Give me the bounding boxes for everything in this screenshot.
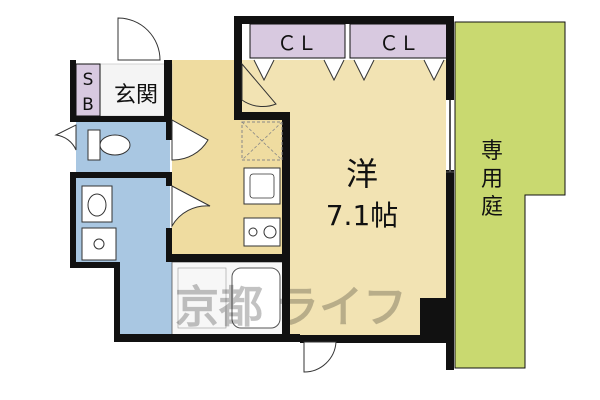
closet-left (249, 23, 346, 59)
watermark-logo: 京都 ライフ (175, 282, 407, 333)
western-room-floor (288, 60, 446, 335)
garden-label-3: 庭 (481, 195, 503, 220)
doors (54, 17, 337, 373)
stove-icon (243, 217, 281, 247)
western-room-label: 洋 (346, 155, 378, 193)
closet-right-label: ＣＬ (379, 31, 419, 55)
toilet-door-icon (54, 124, 77, 151)
garden-label-1: 専 (481, 139, 503, 164)
watermark-text-1: 京都 (175, 282, 263, 333)
closet-doors (253, 59, 445, 82)
bath-floor-grid (177, 267, 227, 329)
western-room-area: 7.1帖 (326, 199, 399, 232)
washroom-lower (120, 260, 172, 335)
entrance-label: 玄関 (114, 83, 158, 108)
toilet-fixture (87, 129, 101, 161)
bath-door-icon (303, 341, 337, 373)
shoe-box-label-s: S (83, 70, 94, 90)
walls (70, 16, 454, 370)
wash-basin (81, 185, 113, 223)
bathtub (231, 267, 281, 329)
garden-label-2: 用 (481, 167, 503, 192)
kitchen-sink (243, 167, 281, 205)
watermark-text-2: ライフ (275, 282, 407, 333)
entrance-door-icon (117, 17, 161, 61)
hall-door-icon (171, 119, 209, 161)
room-door-icon (241, 62, 277, 108)
washroom-door-icon (171, 185, 211, 228)
closet-left-label: ＣＬ (277, 31, 317, 55)
fridge-space (241, 121, 283, 161)
shoe-box-label-b: B (82, 95, 94, 115)
private-garden-area (454, 21, 566, 369)
closet-right (349, 23, 449, 59)
washing-machine-space (81, 227, 117, 261)
